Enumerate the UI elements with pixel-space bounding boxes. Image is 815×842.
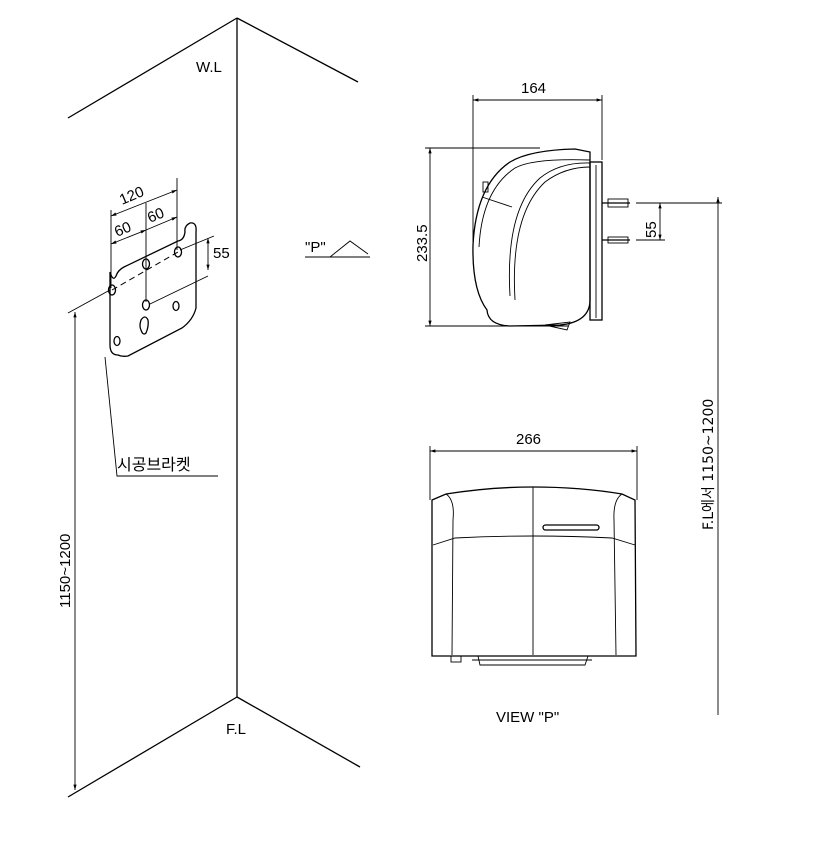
view-p-title: VIEW "P" [496, 709, 559, 726]
bracket-hole-spacing-55: 55 [213, 245, 230, 262]
floor-line-label: F.L [226, 721, 246, 738]
bracket-label: 시공브라켓 [117, 455, 191, 474]
screw-icon [602, 236, 630, 244]
wall-corner [67, 17, 361, 798]
side-depth-label: 164 [521, 80, 546, 97]
mount-height-left-label: 1150~1200 [57, 534, 74, 608]
bracket-spacing-right-60: 60 [145, 205, 167, 227]
wall-line-label: W.L [196, 59, 222, 76]
view-p-arrow-icon [329, 240, 369, 258]
bracket-width-120: 120 [117, 183, 147, 208]
screw-icon [602, 198, 630, 208]
bracket-spacing-left-60: 60 [112, 219, 134, 241]
front-width-label: 266 [516, 431, 541, 448]
screw-spacing-label: 55 [643, 221, 660, 238]
mounting-bracket [67, 178, 215, 357]
side-height-label: 233.5 [414, 224, 431, 262]
bracket-leader-line [104, 356, 218, 477]
mount-height-right-label: F.L에서 1150~1200 [701, 399, 717, 530]
view-p-marker-label: "P" [305, 239, 326, 256]
dryer-side-view [472, 148, 630, 331]
dryer-front-view [431, 486, 637, 666]
